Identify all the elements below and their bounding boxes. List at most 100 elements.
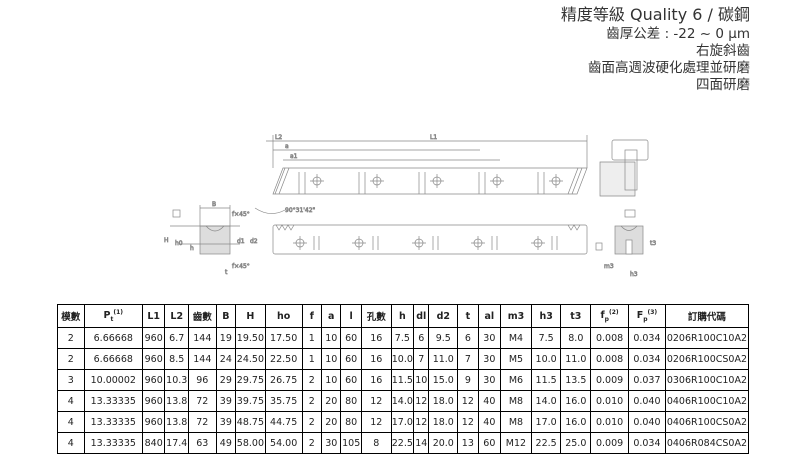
header-text: l bbox=[349, 310, 353, 322]
table-cell: 0406R084CS0A2 bbox=[664, 432, 750, 454]
table-cell: 144 bbox=[188, 348, 217, 370]
table-cell: 16 bbox=[360, 369, 392, 391]
header-superscript: (2) bbox=[608, 308, 619, 316]
table-cell: 16 bbox=[360, 327, 392, 349]
header-text: dl bbox=[416, 310, 427, 322]
top-rack-view: L2 L1 a a1 90°31'42" bbox=[254, 134, 588, 214]
table-cell: 0206R100C10A2 bbox=[664, 327, 750, 349]
table-cell: 39 bbox=[215, 390, 237, 412]
table-cell: 17.0 bbox=[530, 411, 562, 433]
rack-technical-drawing: L2 L1 a a1 90°31'42" B f×45° f×45° H h0 … bbox=[164, 134, 657, 279]
table-cell: 7 bbox=[413, 348, 430, 370]
table-cell: 12 bbox=[360, 390, 392, 412]
left-section-view: B f×45° f×45° H h0 h d1 d2 t bbox=[164, 201, 259, 277]
table-cell: 10.00002 bbox=[83, 369, 143, 391]
table-cell: 2 bbox=[301, 369, 323, 391]
column-header: 模數 bbox=[57, 304, 85, 328]
label-L1: L1 bbox=[430, 134, 437, 141]
table-cell: 18.0 bbox=[428, 390, 459, 412]
table-cell: 29.75 bbox=[235, 369, 266, 391]
column-header: L2 bbox=[164, 304, 189, 328]
table-cell: 6 bbox=[413, 327, 430, 349]
header-text: 齒數 bbox=[192, 312, 212, 323]
header-text: L2 bbox=[170, 310, 184, 322]
header-text: f bbox=[600, 310, 605, 322]
header-text: L1 bbox=[147, 310, 161, 322]
header-text: F bbox=[636, 310, 644, 322]
table-cell: 2 bbox=[301, 432, 323, 454]
table-cell: 0.040 bbox=[628, 411, 666, 433]
table-cell: 20.0 bbox=[428, 432, 459, 454]
column-header: 訂購代碼 bbox=[664, 304, 750, 328]
table-cell: 0406R100CS0A2 bbox=[664, 411, 750, 433]
table-cell: 8 bbox=[360, 432, 392, 454]
table-cell: 960 bbox=[141, 369, 166, 391]
table-cell: 60 bbox=[340, 348, 362, 370]
table-cell: 4 bbox=[57, 390, 85, 412]
table-cell: 0406R100C10A2 bbox=[664, 390, 750, 412]
label-chamfer-top: f×45° bbox=[232, 211, 250, 218]
header-subscript: t bbox=[110, 316, 114, 324]
table-cell: 17.4 bbox=[164, 432, 189, 454]
table-cell: 0.034 bbox=[628, 327, 666, 349]
table-cell: 12 bbox=[360, 411, 392, 433]
table-cell: 0.008 bbox=[590, 327, 630, 349]
table-cell: 6.66668 bbox=[83, 327, 143, 349]
table-cell: 8.5 bbox=[164, 348, 189, 370]
column-header: a bbox=[321, 304, 342, 328]
header-text: f bbox=[309, 310, 314, 322]
header-subscript: p bbox=[643, 316, 648, 324]
table-cell: 3 bbox=[57, 369, 85, 391]
table-cell: 0306R100C10A2 bbox=[664, 369, 750, 391]
table-cell: 12 bbox=[413, 411, 430, 433]
table-cell: 0.040 bbox=[628, 390, 666, 412]
table-cell: 9.5 bbox=[428, 327, 459, 349]
label-m3: m3 bbox=[604, 263, 614, 270]
table-cell: 960 bbox=[141, 348, 166, 370]
table-cell: 10.3 bbox=[164, 369, 189, 391]
table-cell: 17.50 bbox=[264, 327, 303, 349]
column-header: d2 bbox=[428, 304, 459, 328]
table-cell: 7.5 bbox=[390, 327, 415, 349]
table-cell: M4 bbox=[500, 327, 532, 349]
table-cell: 4 bbox=[57, 432, 85, 454]
table-cell: 16 bbox=[360, 348, 392, 370]
column-header: 孔數 bbox=[360, 304, 392, 328]
header-text: h3 bbox=[539, 310, 553, 322]
table-cell: 7 bbox=[457, 348, 479, 370]
table-cell: 39.75 bbox=[235, 390, 266, 412]
table-cell: 15.0 bbox=[428, 369, 459, 391]
table-cell: 1 bbox=[301, 327, 323, 349]
table-cell: 58.00 bbox=[235, 432, 266, 454]
table-cell: M12 bbox=[500, 432, 532, 454]
table-cell: M5 bbox=[500, 348, 532, 370]
table-cell: 960 bbox=[141, 411, 166, 433]
table-cell: 60 bbox=[477, 432, 502, 454]
table-cell: 6.66668 bbox=[83, 348, 143, 370]
table-cell: 9 bbox=[457, 369, 479, 391]
table-cell: 30 bbox=[321, 432, 342, 454]
label-a1: a1 bbox=[290, 153, 298, 160]
column-header: t bbox=[457, 304, 479, 328]
table-cell: 105 bbox=[340, 432, 362, 454]
tooth-thickness-tolerance: 齒厚公差 : -22 ~ 0 μm bbox=[606, 26, 750, 42]
table-cell: 0.034 bbox=[628, 348, 666, 370]
table-cell: 39 bbox=[215, 411, 237, 433]
header-text: 孔數 bbox=[366, 312, 386, 323]
table-cell: 6 bbox=[457, 327, 479, 349]
spec-header: 精度等級 Quality 6 / 碳鋼 齒厚公差 : -22 ~ 0 μm 右旋… bbox=[561, 4, 750, 94]
table-cell: 12 bbox=[413, 390, 430, 412]
table-cell: 40 bbox=[477, 390, 502, 412]
table-cell: 12 bbox=[457, 390, 479, 412]
label-t: t bbox=[225, 269, 228, 276]
table-cell: 14.0 bbox=[530, 390, 562, 412]
table-cell: 40 bbox=[477, 411, 502, 433]
table-cell: 13.33335 bbox=[83, 432, 143, 454]
column-header: H bbox=[235, 304, 266, 328]
table-cell: 19.50 bbox=[235, 327, 266, 349]
